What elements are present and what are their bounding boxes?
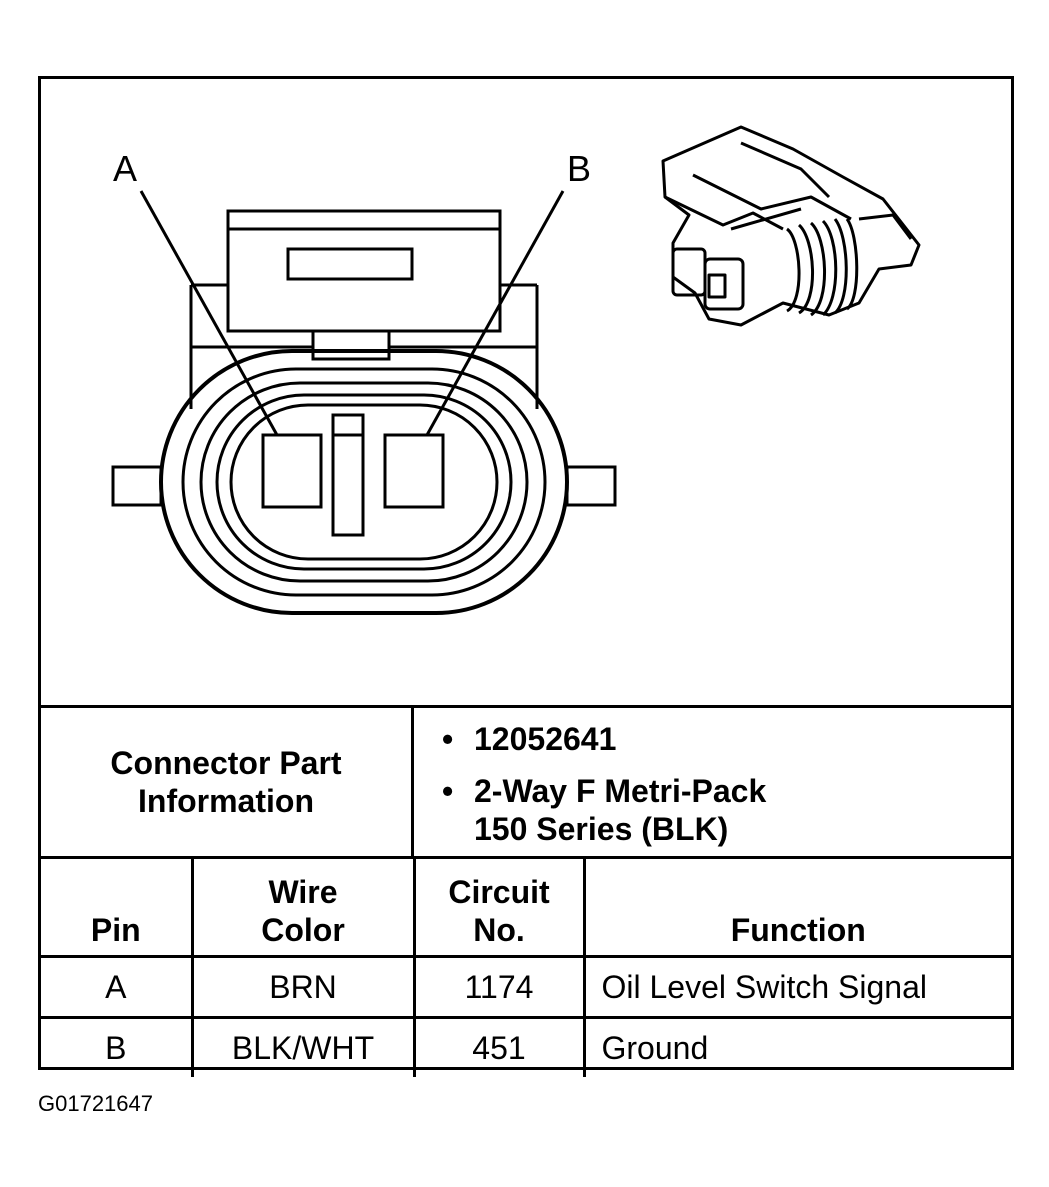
connector-sheet: A B Connector Part Information 12052641 …: [38, 76, 1014, 1077]
cell-function: Oil Level Switch Signal: [582, 955, 1011, 1019]
header-pin: Pin: [41, 856, 194, 958]
connector-description-line2: 150 Series (BLK): [474, 811, 729, 847]
info-label-line2: Information: [138, 783, 314, 819]
cell-wire-color: BLK/WHT: [190, 1016, 416, 1077]
connector-part-info-label: Connector Part Information: [41, 708, 414, 856]
cell-pin: A: [41, 955, 194, 1019]
table-row: B BLK/WHT 451 Ground: [41, 1016, 1011, 1077]
connector-description-line1: 2-Way F Metri-Pack: [442, 772, 766, 810]
connector-part-info-list: 12052641 2-Way F Metri-Pack 150 Series (…: [414, 708, 1011, 856]
connector-diagram: A B: [41, 79, 1011, 705]
pin-label-a: A: [113, 148, 138, 189]
cell-circuit-no: 1174: [412, 955, 586, 1019]
info-label-line1: Connector Part: [110, 745, 342, 781]
cell-pin: B: [41, 1016, 194, 1077]
figure-id: G01721647: [38, 1091, 153, 1116]
pin-label-b: B: [567, 148, 592, 189]
cell-circuit-no: 451: [412, 1016, 586, 1077]
cell-wire-color: BRN: [190, 955, 416, 1019]
part-number: 12052641: [442, 720, 616, 758]
table-row: A BRN 1174 Oil Level Switch Signal: [41, 955, 1011, 1019]
connector-face-drawing: [111, 125, 921, 615]
cell-function: Ground: [582, 1016, 1011, 1077]
header-function: Function: [582, 856, 1011, 958]
connector-part-info-row: Connector Part Information 12052641 2-Wa…: [41, 705, 1011, 856]
